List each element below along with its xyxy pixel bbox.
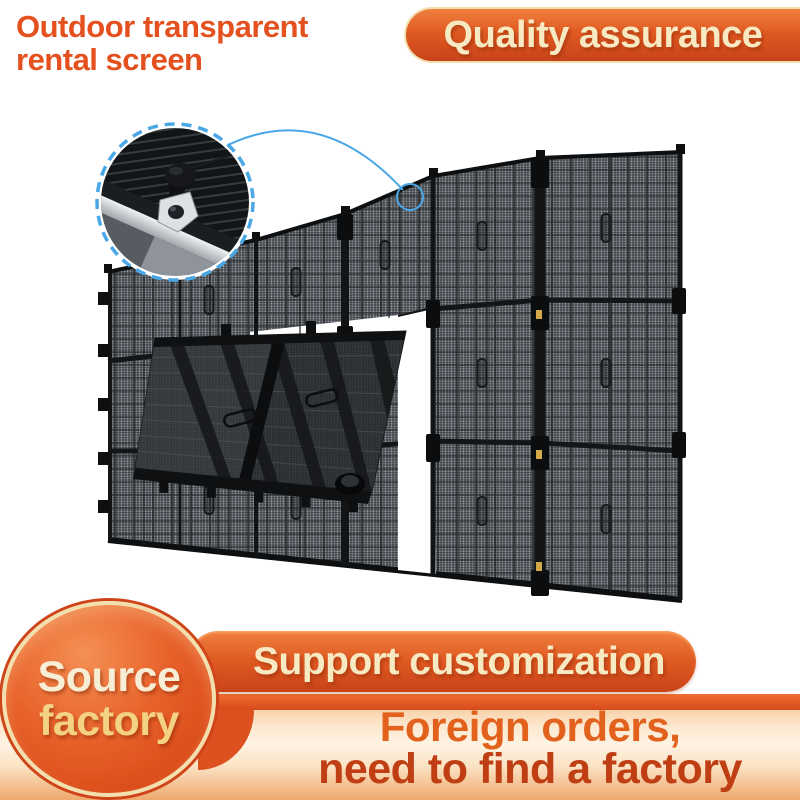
quality-assurance-label: Quality assurance xyxy=(443,13,763,56)
source-factory-badge: Source factory xyxy=(2,601,216,797)
source-factory-line-1: Source xyxy=(37,653,181,701)
foreign-orders-line-1: Foreign orders, xyxy=(379,703,681,750)
source-factory-line-2: factory xyxy=(39,697,179,745)
support-customization-banner: Support customization xyxy=(188,631,696,692)
magnifier-inset xyxy=(95,122,255,282)
foreign-orders-text: Foreign orders, need to find a factory xyxy=(250,703,800,793)
panel-handles xyxy=(203,213,612,534)
title-line-1: Outdoor transparent xyxy=(16,9,308,44)
detail-connector-line xyxy=(221,129,404,191)
blue-highlight-circle xyxy=(396,183,424,211)
title-line-2: rental screen xyxy=(16,42,203,77)
support-customization-label: Support customization xyxy=(253,639,666,683)
foreign-orders-line-2: need to find a factory xyxy=(318,745,742,793)
corner-lock-detail xyxy=(157,149,247,233)
quality-assurance-banner: Quality assurance xyxy=(404,7,800,63)
folded-panel xyxy=(133,321,407,513)
page-title: Outdoor transparent rental screen xyxy=(16,10,308,76)
